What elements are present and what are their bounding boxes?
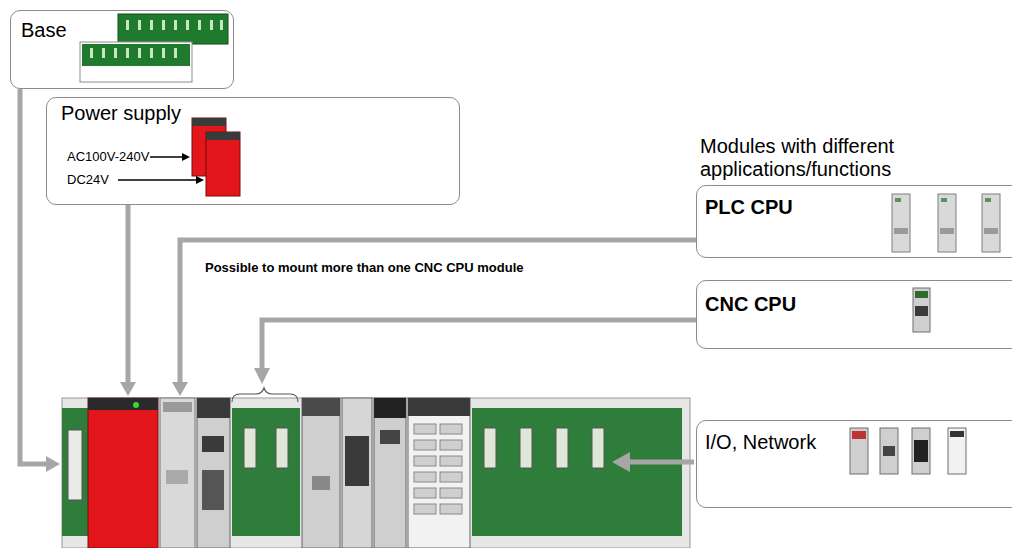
cnc-cpu-icon: [913, 288, 930, 332]
box-heading: CNC CPU: [705, 293, 796, 316]
box-heading: Power supply: [61, 102, 181, 125]
note-text: Possible to mount more than one CNC CPU …: [205, 261, 665, 276]
bracket: [232, 388, 298, 402]
module-box: I/O, Network: [696, 420, 1012, 508]
module-box: PLC CPU: [696, 185, 1012, 258]
module-box: CNC CPU: [696, 280, 1012, 349]
voltage-label: DC24V: [67, 173, 109, 188]
plc-cpu-icon: [892, 194, 1000, 252]
box-heading: I/O, Network: [705, 431, 816, 454]
module-box: Power supplyAC100V-240V DC24V: [46, 97, 460, 205]
flow-arrow: [20, 89, 696, 464]
arrow-head: [46, 368, 630, 472]
base-icon: [80, 14, 228, 82]
box-heading: Base: [21, 19, 67, 42]
io-network-icon: [850, 428, 966, 474]
box-heading: PLC CPU: [705, 196, 793, 219]
group-heading: Modules with different applications/func…: [700, 135, 1000, 181]
voltage-label: AC100V-240V: [67, 150, 149, 165]
rack-unit: [62, 398, 690, 548]
module-box: Base: [10, 10, 234, 89]
